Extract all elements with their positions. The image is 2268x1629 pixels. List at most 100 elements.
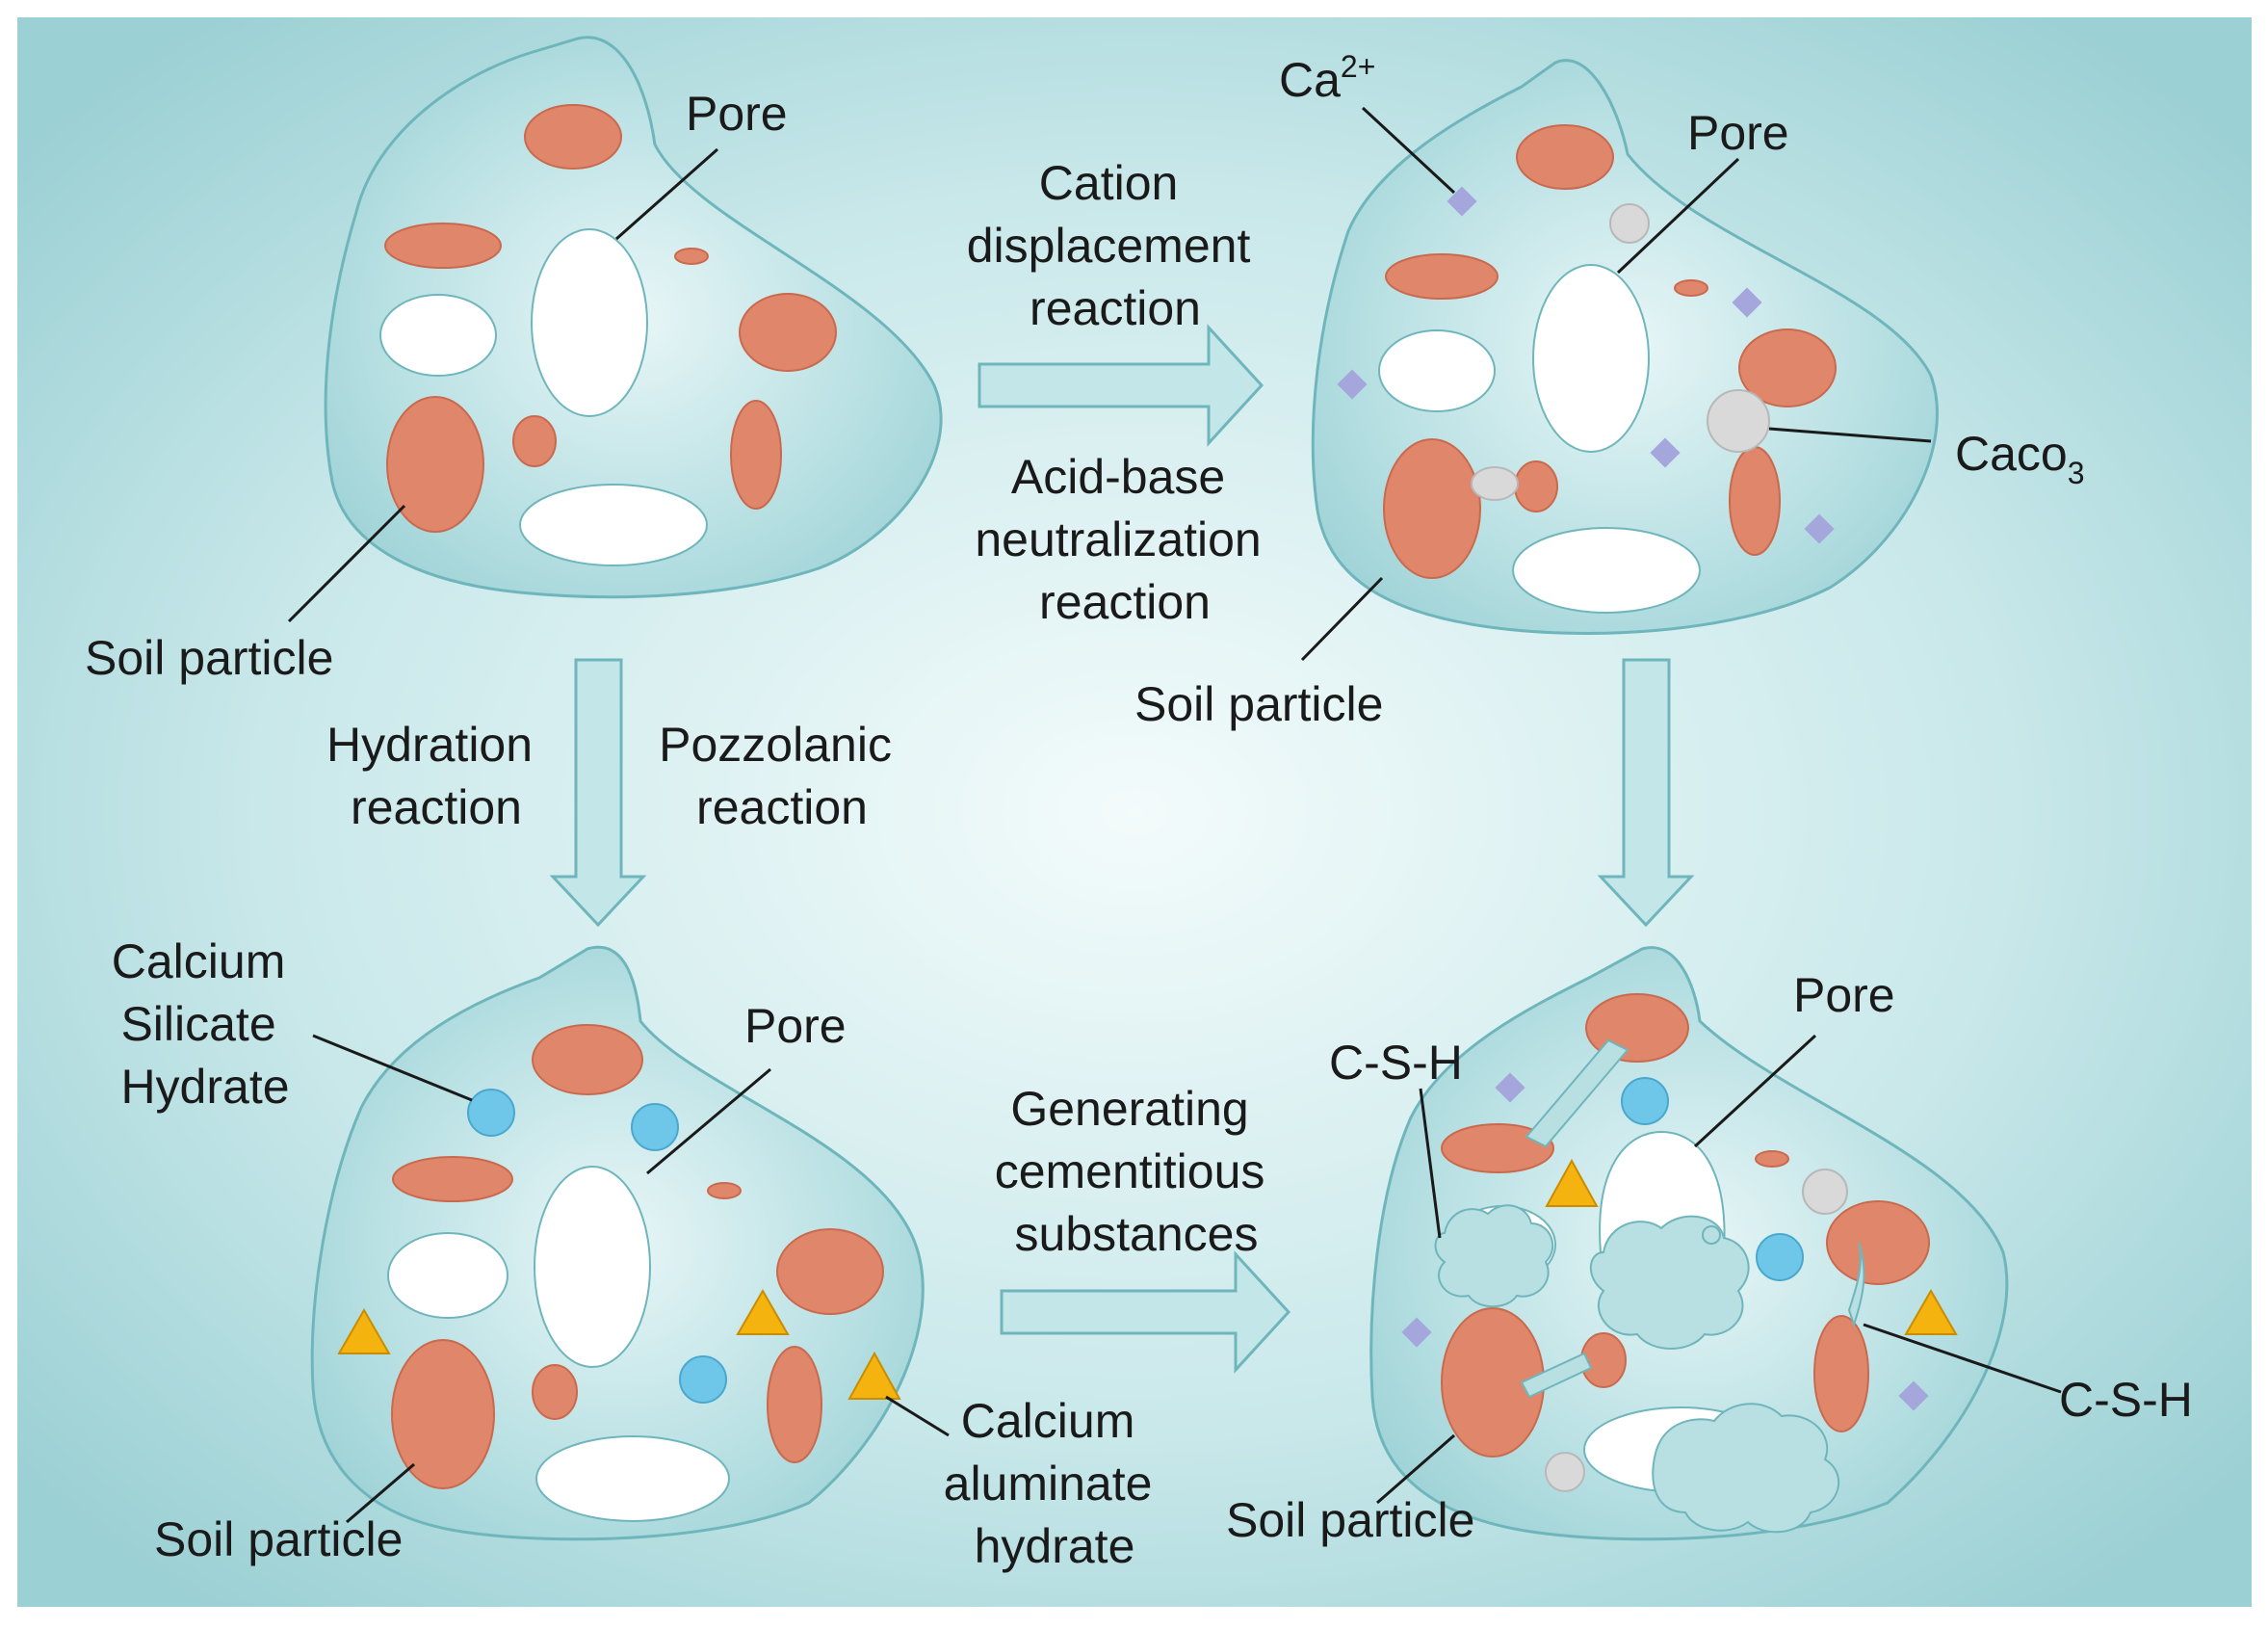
pore bbox=[531, 228, 648, 417]
pore bbox=[519, 484, 708, 566]
leader-line bbox=[1376, 1433, 1455, 1505]
label-soil-particle: Soil particle bbox=[85, 631, 333, 685]
soil-particle bbox=[1516, 124, 1614, 190]
label-line: Calcium bbox=[961, 1394, 1135, 1448]
soil-particle bbox=[776, 1228, 884, 1315]
arrow-label-right: Pozzolanic reaction bbox=[659, 718, 905, 834]
arrow-hydration-pozzolanic: Hydration reaction Pozzolanic reaction bbox=[326, 658, 905, 928]
pore bbox=[534, 1166, 651, 1368]
arrow-cation-displacement: Cation displacement reaction Acid-base n… bbox=[967, 156, 1274, 629]
leader-line bbox=[1300, 576, 1384, 662]
soil-particle bbox=[384, 223, 502, 269]
leader-line bbox=[1768, 427, 1932, 443]
soil-particle bbox=[674, 248, 709, 265]
arrow-label-below: Acid-base neutralization reaction bbox=[975, 450, 1274, 629]
soil-particle bbox=[1826, 1200, 1930, 1285]
aggregate-bottom-left: Calcium Silicate Hydrate Pore Soil parti… bbox=[112, 934, 1166, 1573]
label-pore: Pore bbox=[1793, 968, 1895, 1022]
label-line: reaction bbox=[351, 780, 522, 834]
label-line: Acid-base bbox=[1011, 450, 1225, 504]
soil-particle bbox=[386, 396, 484, 533]
arrow-shape bbox=[549, 658, 647, 928]
soil-particle bbox=[1729, 446, 1781, 556]
label-line: neutralization bbox=[975, 512, 1261, 566]
csh-gel-bridge bbox=[1520, 1352, 1593, 1399]
soil-particle bbox=[1813, 1315, 1869, 1432]
leader-line bbox=[1361, 106, 1456, 195]
label-line: reaction bbox=[1030, 281, 1201, 335]
label-caco3: Caco3 bbox=[1955, 427, 2085, 490]
caco3-particle bbox=[1545, 1452, 1585, 1492]
pore bbox=[535, 1435, 730, 1522]
arrow-shape bbox=[1597, 658, 1695, 928]
soil-particle bbox=[1674, 279, 1708, 297]
calcium-silicate-hydrate-particle bbox=[1756, 1233, 1804, 1281]
soil-particle bbox=[707, 1182, 742, 1199]
label-line: displacement bbox=[967, 219, 1251, 273]
leader-line bbox=[1419, 1088, 1442, 1239]
leader-line bbox=[885, 1395, 950, 1437]
label-ca-ion: Ca2+ bbox=[1279, 49, 1375, 107]
label-pore: Pore bbox=[744, 999, 847, 1053]
pore bbox=[387, 1232, 508, 1319]
calcium-aluminate-hydrate-particle bbox=[1545, 1158, 1599, 1207]
label-soil-particle: Soil particle bbox=[154, 1512, 403, 1566]
soil-particle bbox=[392, 1156, 513, 1202]
calcium-aluminate-hydrate-particle bbox=[1904, 1289, 1958, 1335]
label-csh: C-S-H bbox=[2059, 1373, 2193, 1427]
label-line: substances bbox=[1015, 1207, 1259, 1261]
soil-particle bbox=[739, 293, 837, 372]
calcium-aluminate-hydrate-particle bbox=[337, 1308, 391, 1354]
ca-ion bbox=[1898, 1380, 1929, 1411]
soil-particle bbox=[1514, 460, 1558, 512]
label-caco3-subscript: 3 bbox=[2068, 456, 2085, 490]
label-line: Silicate bbox=[120, 997, 275, 1051]
label-calcium-aluminate-hydrate: Calcium aluminate hydrate bbox=[944, 1394, 1166, 1573]
leader-line bbox=[1693, 1034, 1817, 1148]
soil-particle bbox=[730, 400, 782, 510]
csh-gel-needle bbox=[1847, 1242, 1865, 1328]
caco3-particle bbox=[1707, 389, 1770, 453]
label-calcium-silicate-hydrate: Calcium Silicate Hydrate bbox=[112, 934, 300, 1114]
leader-line bbox=[615, 147, 718, 241]
arrow-generating-cementitious: Generating cementitious substances bbox=[995, 1082, 1291, 1374]
soil-particle bbox=[524, 104, 622, 170]
leader-line bbox=[646, 1067, 771, 1175]
aggregate-top-right: Ca2+ Pore Caco3 Soil particle bbox=[1134, 49, 2085, 731]
calcium-aluminate-hydrate-particle bbox=[847, 1351, 901, 1400]
csh-gel-cloud bbox=[1652, 1403, 1840, 1534]
ca-ion bbox=[1650, 437, 1681, 468]
leader-line bbox=[1863, 1323, 2062, 1394]
calcium-silicate-hydrate-particle bbox=[679, 1355, 727, 1404]
label-line: cementitious bbox=[995, 1144, 1265, 1198]
arrow-label-above: Cation displacement reaction bbox=[967, 156, 1264, 335]
label-line: Generating bbox=[1010, 1082, 1248, 1136]
arrow-right-down bbox=[1597, 658, 1695, 928]
soil-particle bbox=[1738, 328, 1837, 407]
label-soil-particle: Soil particle bbox=[1134, 677, 1383, 731]
label-line: Pozzolanic bbox=[659, 718, 892, 772]
ca-ion bbox=[1337, 369, 1368, 400]
soil-particle bbox=[532, 1364, 578, 1420]
ca-ion bbox=[1732, 287, 1762, 318]
soil-particle bbox=[1441, 1123, 1554, 1173]
calcium-silicate-hydrate-particle bbox=[467, 1089, 515, 1137]
aggregate-top-left: Pore Soil particle bbox=[85, 36, 943, 685]
label-caco3-base: Caco bbox=[1955, 427, 2068, 481]
soil-particle bbox=[767, 1346, 822, 1463]
soil-particle bbox=[1755, 1150, 1789, 1168]
pore bbox=[1512, 527, 1701, 614]
label-line: reaction bbox=[696, 780, 868, 834]
leader-line bbox=[1616, 157, 1740, 275]
pore bbox=[1378, 329, 1496, 412]
label-pore: Pore bbox=[686, 87, 788, 141]
arrow-label-left: Hydration reaction bbox=[326, 718, 546, 834]
arrow-label-above: Generating cementitious substances bbox=[995, 1082, 1279, 1261]
caco3-particle bbox=[1609, 203, 1650, 244]
leader-line bbox=[287, 504, 406, 623]
label-line: Calcium bbox=[112, 934, 286, 988]
label-line: Hydrate bbox=[120, 1060, 289, 1114]
soil-particle bbox=[1383, 438, 1481, 579]
